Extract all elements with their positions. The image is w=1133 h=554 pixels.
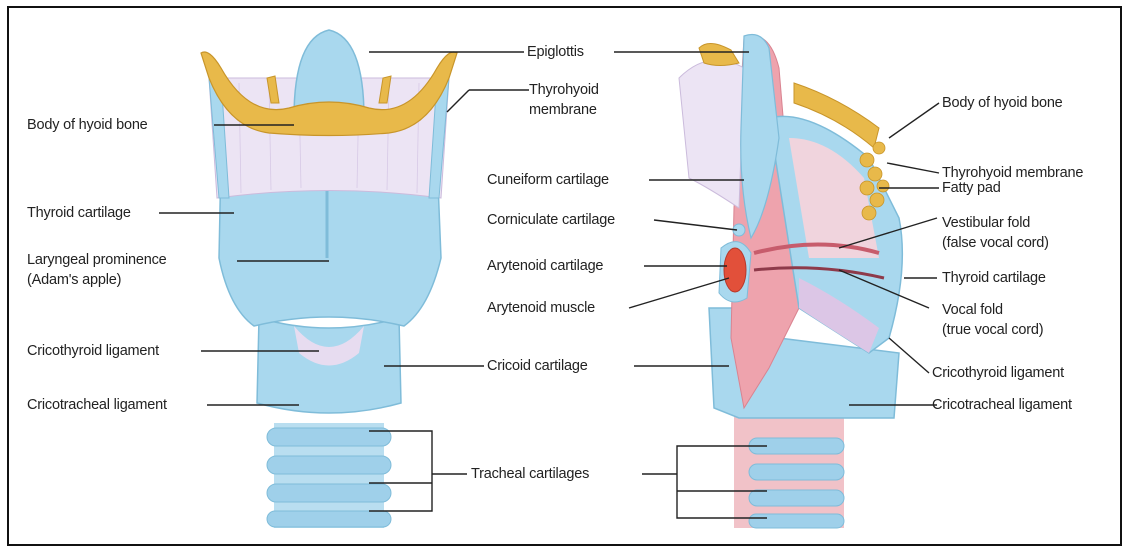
- label-laryngeal-line2: (Adam's apple): [27, 270, 166, 290]
- label-cricothyroid-right: Cricothyroid ligament: [932, 363, 1064, 383]
- trachea-anterior: [267, 423, 391, 528]
- trachea-lateral: [734, 408, 844, 528]
- label-cricotracheal-left: Cricotracheal ligament: [27, 395, 167, 415]
- label-vestibular-line2: (false vocal cord): [942, 233, 1049, 253]
- lateral-view: [679, 35, 902, 529]
- label-thyroid-cartilage-left: Thyroid cartilage: [27, 203, 131, 223]
- label-thyroid-cartilage-right: Thyroid cartilage: [942, 268, 1046, 288]
- arytenoid-muscle: [724, 248, 746, 292]
- label-fatty-pad: Fatty pad: [942, 178, 1001, 198]
- label-cricothyroid-left: Cricothyroid ligament: [27, 341, 159, 361]
- label-cricoid-cartilage: Cricoid cartilage: [487, 356, 588, 376]
- label-body-of-hyoid-right: Body of hyoid bone: [942, 93, 1063, 113]
- label-vocal-line1: Vocal fold: [942, 300, 1043, 320]
- label-thyrohyoid-membrane-front: Thyrohyoid membrane: [529, 80, 599, 120]
- label-tracheal-cartilages: Tracheal cartilages: [471, 464, 589, 484]
- label-cuneiform-cartilage: Cuneiform cartilage: [487, 170, 609, 190]
- label-thyrohyoid-line2: membrane: [529, 100, 599, 120]
- label-body-of-hyoid-left: Body of hyoid bone: [27, 115, 148, 135]
- figure-frame: Epiglottis Thyrohyoid membrane Body of h…: [7, 6, 1122, 546]
- label-vestibular-line1: Vestibular fold: [942, 213, 1049, 233]
- anterior-view: [201, 30, 457, 528]
- label-epiglottis: Epiglottis: [527, 42, 584, 62]
- label-corniculate-cartilage: Corniculate cartilage: [487, 210, 615, 230]
- label-vocal-line2: (true vocal cord): [942, 320, 1043, 340]
- label-laryngeal-prominence: Laryngeal prominence (Adam's apple): [27, 250, 166, 290]
- label-vocal-fold: Vocal fold (true vocal cord): [942, 300, 1043, 340]
- label-laryngeal-line1: Laryngeal prominence: [27, 250, 166, 270]
- label-arytenoid-cartilage: Arytenoid cartilage: [487, 256, 603, 276]
- label-vestibular-fold: Vestibular fold (false vocal cord): [942, 213, 1049, 253]
- label-arytenoid-muscle: Arytenoid muscle: [487, 298, 595, 318]
- label-cricotracheal-right: Cricotracheal ligament: [932, 395, 1072, 415]
- hyoid-bone-lateral: [699, 43, 739, 65]
- label-thyrohyoid-line1: Thyrohyoid: [529, 80, 599, 100]
